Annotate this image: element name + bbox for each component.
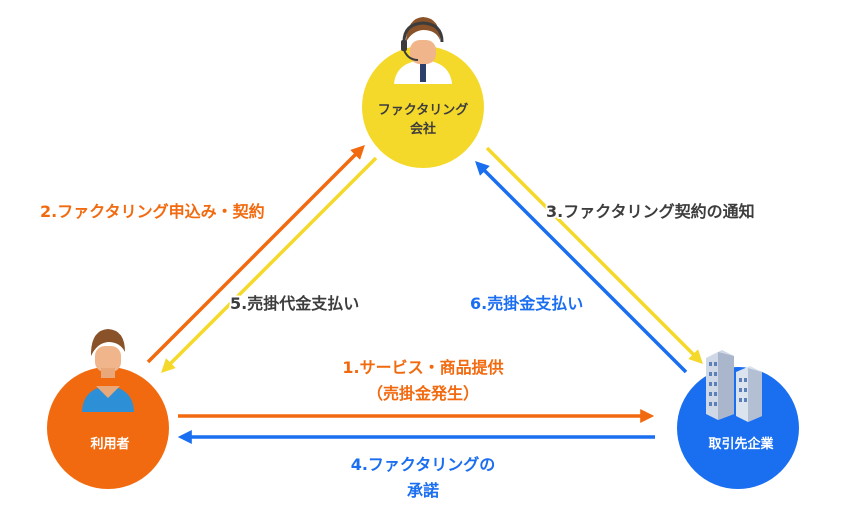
factoring-label-line2: 会社 xyxy=(410,121,436,137)
step-4-label-line2: 承諾 xyxy=(407,481,439,500)
step-1-label-line1: 1.サービス・商品提供 xyxy=(342,358,503,377)
step-2-label: 2.ファクタリング申込み・契約 xyxy=(40,202,265,221)
step-3-label: 3.ファクタリング契約の通知 xyxy=(546,202,755,221)
arrow-6-client-to-factoring xyxy=(475,161,688,374)
person-icon xyxy=(82,329,134,412)
arrow-3-factoring-to-client xyxy=(485,146,703,364)
step-6-label: 6.売掛金支払い xyxy=(470,294,583,313)
step-4-label-line1: 4.ファクタリングの xyxy=(351,455,496,474)
factoring-label-line1: ファクタリング xyxy=(378,102,468,118)
step-5-label: 5.売掛代金支払い xyxy=(230,294,359,313)
arrow-2-user-to-factoring xyxy=(146,145,365,364)
client-label: 取引先企業 xyxy=(708,436,774,452)
arrow-5-factoring-to-user xyxy=(161,156,378,373)
client-company-node: 取引先企業 xyxy=(677,350,799,489)
step-1-label-line2: （売掛金発生） xyxy=(367,384,479,403)
building-icon xyxy=(706,350,762,422)
user-label: 利用者 xyxy=(90,436,129,452)
user-node: 利用者 xyxy=(47,329,169,489)
headset-operator-icon xyxy=(394,17,452,84)
factoring-company-node: ファクタリング 会社 xyxy=(362,17,484,168)
